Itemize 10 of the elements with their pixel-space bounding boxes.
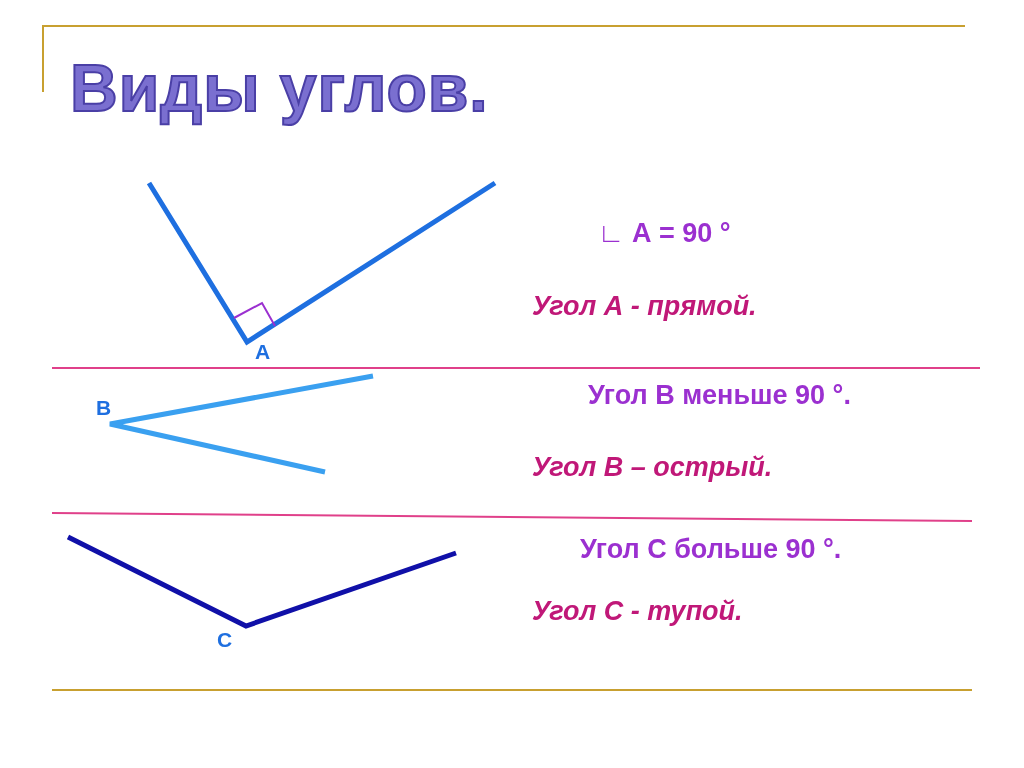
angle-statement: Угол А - прямой. — [532, 291, 757, 322]
angle-equation: ∟ А = 90 ° — [598, 218, 731, 249]
slide-title: Виды углов. — [70, 50, 489, 126]
vertex-label: А — [255, 340, 271, 364]
angle-statement: Угол В – острый. — [532, 452, 773, 483]
vertex-label: С — [217, 628, 233, 652]
angle-statement: Угол С больше 90 °. — [580, 534, 842, 565]
angle-statement: Угол В меньше 90 °. — [588, 380, 851, 411]
vertex-label: В — [96, 396, 112, 420]
angle-statement: Угол С - тупой. — [532, 596, 743, 627]
